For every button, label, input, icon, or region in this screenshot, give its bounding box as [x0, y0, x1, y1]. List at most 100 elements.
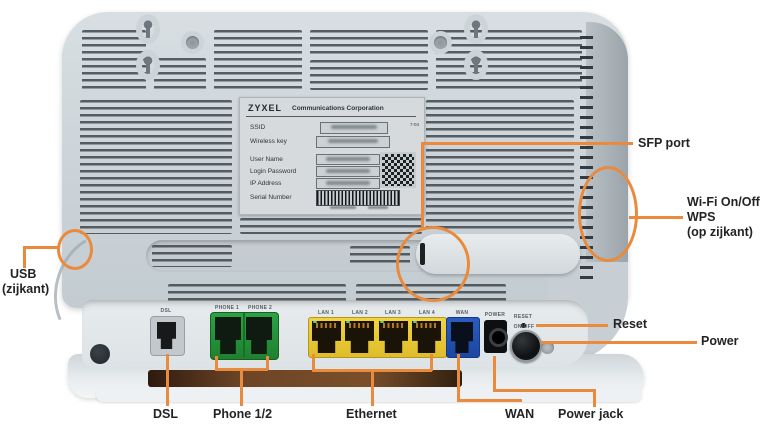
- lan3-pins: [383, 323, 404, 328]
- wan-port-jack: [451, 322, 473, 353]
- port-label-lan1: LAN 1: [318, 310, 334, 316]
- port-label-dsl: DSL: [160, 308, 172, 314]
- sticker-value-redacted: [316, 178, 380, 189]
- lan1-pins: [316, 323, 337, 328]
- reset-pinhole: [521, 323, 526, 328]
- port-label-phone2: PHONE 2: [247, 305, 273, 311]
- sticker-field-label: SSID: [250, 124, 266, 131]
- router-base-lip: [96, 388, 642, 402]
- callout-usb-line1: USB: [10, 267, 37, 281]
- mount-keyhole: [142, 56, 154, 74]
- port-label-phone1: PHONE 1: [214, 305, 240, 311]
- mount-keyhole: [470, 56, 482, 74]
- sticker-field-label: User Name: [250, 156, 283, 163]
- power-callout-line: [541, 341, 697, 344]
- powerjack-callout-line: [593, 389, 596, 407]
- vent-grille: [436, 30, 582, 92]
- vent-grille: [152, 245, 232, 267]
- port-label-reset: RESET: [513, 314, 533, 320]
- qr-code: [380, 152, 416, 188]
- callout-wan: WAN: [505, 407, 535, 421]
- port-label-lan4: LAN 4: [419, 310, 435, 316]
- vent-grille: [154, 58, 206, 90]
- powerjack-callout-line: [493, 389, 595, 392]
- barcode-caption: [330, 206, 356, 209]
- sticker-value-redacted: [320, 122, 388, 134]
- wan-callout-line: [457, 399, 522, 402]
- callout-power: Power: [701, 334, 739, 348]
- ethernet-callout-bracket: [430, 354, 433, 371]
- sticker-divider: [246, 116, 416, 117]
- callout-wifi-line1: Wi-Fi On/Off: [687, 195, 760, 209]
- vent-grille: [350, 246, 410, 267]
- usb-highlight-circle: [57, 229, 93, 270]
- sfp-highlight-circle: [396, 226, 470, 302]
- vent-grille: [214, 30, 302, 90]
- ethernet-callout-line: [371, 369, 374, 406]
- sticker-corner-note: 7-04: [409, 122, 419, 127]
- lan4-led: [413, 321, 417, 323]
- dsl-callout-line: [166, 354, 169, 406]
- mount-keyhole: [470, 20, 482, 38]
- port-label-wan: WAN: [455, 310, 469, 316]
- sfp-callout-line: [421, 142, 424, 228]
- sticker-value-redacted: [316, 166, 380, 177]
- wan-callout-line: [457, 354, 460, 401]
- usb-callout-line: [23, 246, 26, 268]
- wifi-highlight-ellipse: [578, 166, 638, 262]
- lan3-led: [380, 321, 384, 323]
- mount-keyhole: [142, 20, 154, 38]
- power-jack-pin: [489, 328, 508, 347]
- serial-barcode: [316, 190, 400, 206]
- vent-grille: [240, 218, 422, 234]
- callout-usb-line2: (zijkant): [2, 282, 50, 296]
- port-label-onoff: ON/OFF: [513, 324, 535, 330]
- callout-power-jack: Power jack: [558, 407, 624, 421]
- sticker-field-label: IP Address: [250, 180, 282, 187]
- sticker-value-redacted: [316, 154, 380, 165]
- phone-callout-line: [240, 368, 243, 406]
- barcode-caption: [368, 206, 388, 209]
- callout-reset: Reset: [613, 317, 648, 331]
- sfp-callout-line: [421, 142, 633, 145]
- vent-grille: [82, 30, 146, 92]
- case-hole: [186, 36, 199, 49]
- callout-ethernet: Ethernet: [346, 407, 397, 421]
- callout-wifi-wps: Wi-Fi On/Off WPS (op zijkant): [687, 195, 760, 240]
- router-base-recess: [148, 370, 462, 387]
- phone-callout-bracket: [215, 356, 218, 370]
- port-label-lan2: LAN 2: [352, 310, 368, 316]
- sticker-field-label: Login Password: [250, 168, 297, 175]
- phone-ports-divider: [243, 313, 245, 357]
- device-label-sticker: ZYXEL Communications Corporation 7-04 SS…: [239, 97, 425, 215]
- router-left-hole: [90, 344, 110, 364]
- dsl-port-jack: [157, 322, 176, 349]
- power-button: [510, 330, 542, 362]
- callout-sfp-port: SFP port: [638, 136, 690, 150]
- callout-phone: Phone 1/2: [213, 407, 273, 421]
- port-label-power: POWER: [484, 312, 506, 318]
- vent-grille: [80, 100, 232, 234]
- phone-callout-bracket: [266, 356, 269, 370]
- vent-grille: [426, 100, 574, 232]
- ethernet-callout-bracket: [312, 354, 315, 371]
- lan2-pins: [349, 323, 370, 328]
- port-label-lan3: LAN 3: [385, 310, 401, 316]
- callout-usb: USB (zijkant): [2, 267, 49, 297]
- sticker-value-redacted: [316, 136, 390, 148]
- sticker-field-label: Wireless key: [250, 138, 287, 145]
- usb-callout-line: [23, 246, 59, 249]
- vent-grille: [168, 284, 346, 304]
- wifi-callout-line: [629, 216, 683, 219]
- case-hole: [434, 36, 447, 49]
- vent-grille: [310, 60, 428, 90]
- callout-wifi-line3: (op zijkant): [687, 225, 753, 239]
- sticker-field-label: Serial Number: [250, 194, 292, 201]
- vent-grille: [310, 30, 428, 56]
- powerjack-callout-line: [493, 356, 496, 391]
- lan4-pins: [416, 323, 437, 328]
- reset-callout-line: [536, 324, 608, 327]
- screw-recess: [541, 341, 554, 354]
- callout-wifi-line2: WPS: [687, 210, 716, 224]
